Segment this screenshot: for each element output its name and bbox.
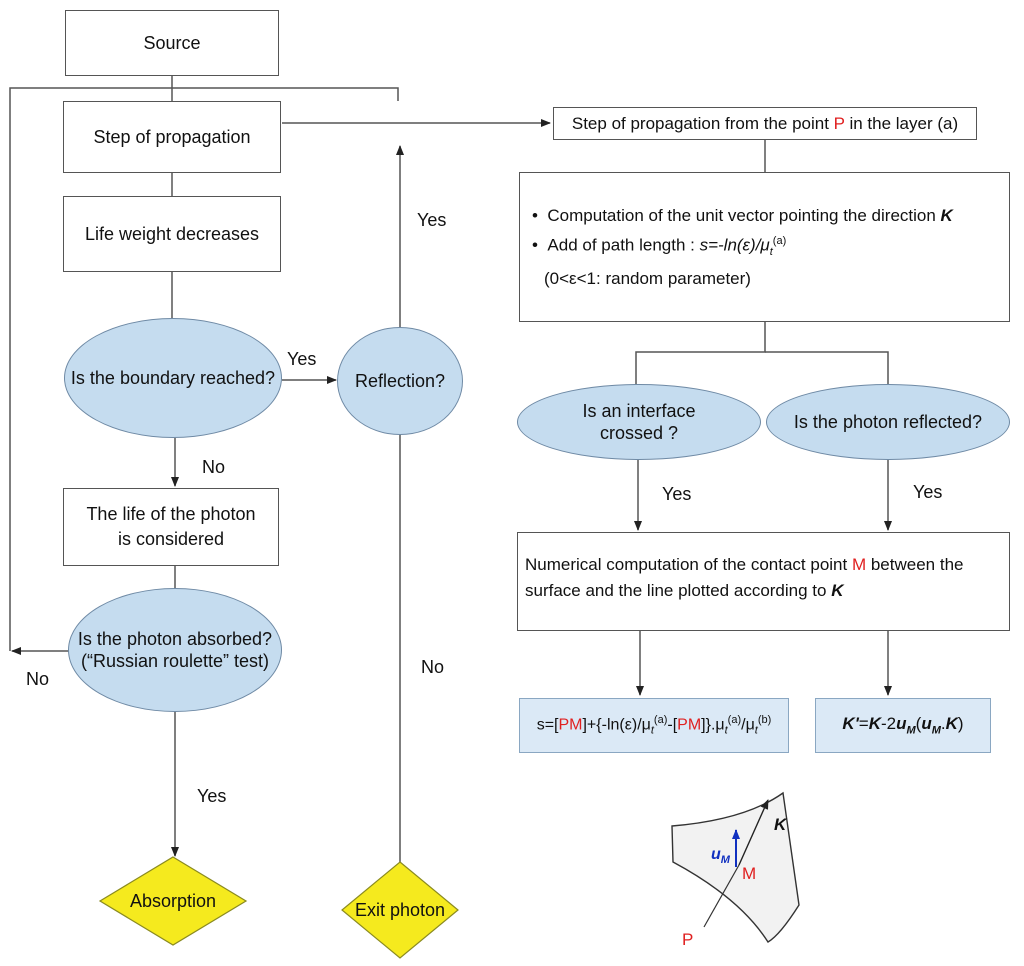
numerical-box: Numerical computation of the contact poi…	[517, 532, 1010, 631]
interface-question: Is an interface crossed ?	[517, 384, 761, 460]
absorbed-question-line2: (“Russian roulette” test)	[80, 651, 270, 671]
reflection-no-label: No	[421, 657, 445, 677]
boundary-yes-label: Yes	[287, 349, 317, 369]
absorption-label: Absorption	[129, 890, 217, 911]
line-PM	[703, 864, 740, 928]
reflected-question: Is the photon reflected?	[766, 384, 1010, 460]
inset-uM-label: uM	[711, 846, 730, 867]
absorption-label-wrap: Absorption	[100, 880, 246, 922]
absorbed-question: Is the photon absorbed? (“Russian roulet…	[68, 588, 282, 712]
boundary-no-label: No	[202, 457, 226, 477]
life-weight-label: Life weight decreases	[84, 223, 260, 244]
right-step-label: Step of propagation from the point P in …	[571, 113, 959, 133]
interface-yes-label: Yes	[662, 484, 692, 504]
computation-box: • Computation of the unit vector pointin…	[519, 172, 1010, 322]
step-propagation-box: Step of propagation	[63, 101, 281, 173]
numerical-line2: surface and the line plotted according t…	[525, 581, 844, 600]
formula-left: s=[PM]+{-ln(ε)/μt(a)-[PM]}.μt(a)/μt(b)	[536, 714, 772, 737]
life-considered-line2: is considered	[117, 529, 225, 549]
direction-K-arrow	[738, 799, 769, 866]
inset-K-label: K	[774, 815, 787, 834]
reflected-question-label: Is the photon reflected?	[793, 411, 983, 432]
computation-line2: • Add of path length : s=-ln(ε)/μt(a)	[532, 235, 787, 259]
step-propagation-label: Step of propagation	[93, 126, 251, 147]
source-label: Source	[143, 32, 201, 53]
life-considered-line1: The life of the photon	[86, 503, 256, 524]
reflection-yes-label: Yes	[417, 210, 447, 230]
absorption-diamond	[98, 856, 248, 946]
exit-photon-label: Exit photon	[354, 899, 446, 920]
interface-question-line2: crossed ?	[599, 423, 679, 443]
formula-left-box: s=[PM]+{-ln(ε)/μt(a)-[PM]}.μt(a)/μt(b)	[519, 698, 789, 753]
boundary-question: Is the boundary reached?	[64, 318, 282, 438]
reflection-question: Reflection?	[337, 327, 463, 435]
interface-question-line1: Is an interface	[582, 400, 696, 421]
computation-line1: • Computation of the unit vector pointin…	[532, 206, 953, 225]
connector-computation-reflected	[765, 351, 889, 384]
computation-line3: (0<ε<1: random parameter)	[544, 269, 751, 288]
exit-diamond	[341, 861, 459, 959]
reflection-question-label: Reflection?	[354, 370, 446, 391]
source-box: Source	[65, 10, 279, 76]
inset-P-label: P	[682, 930, 694, 949]
exit-label-wrap: Exit photon	[342, 889, 458, 931]
life-weight-box: Life weight decreases	[63, 196, 281, 272]
formula-right: K'=K-2uM(uM.K)	[842, 714, 964, 737]
right-step-box: Step of propagation from the point P in …	[553, 107, 977, 140]
surface-illustration	[671, 791, 800, 943]
life-considered-box: The life of the photon is considered	[63, 488, 279, 566]
absorbed-question-line1: Is the photon absorbed?	[77, 628, 273, 649]
inset-M-label: M	[742, 864, 757, 883]
formula-right-box: K'=K-2uM(uM.K)	[815, 698, 991, 753]
connector-computation-interface	[635, 322, 766, 384]
absorbed-no-label: No	[26, 669, 50, 689]
reflected-yes-label: Yes	[913, 482, 943, 502]
boundary-question-label: Is the boundary reached?	[70, 367, 276, 388]
absorbed-yes-label: Yes	[197, 786, 227, 806]
connector-loop-back	[9, 87, 399, 651]
numerical-line1: Numerical computation of the contact poi…	[525, 555, 964, 574]
curved-surface	[671, 791, 800, 943]
